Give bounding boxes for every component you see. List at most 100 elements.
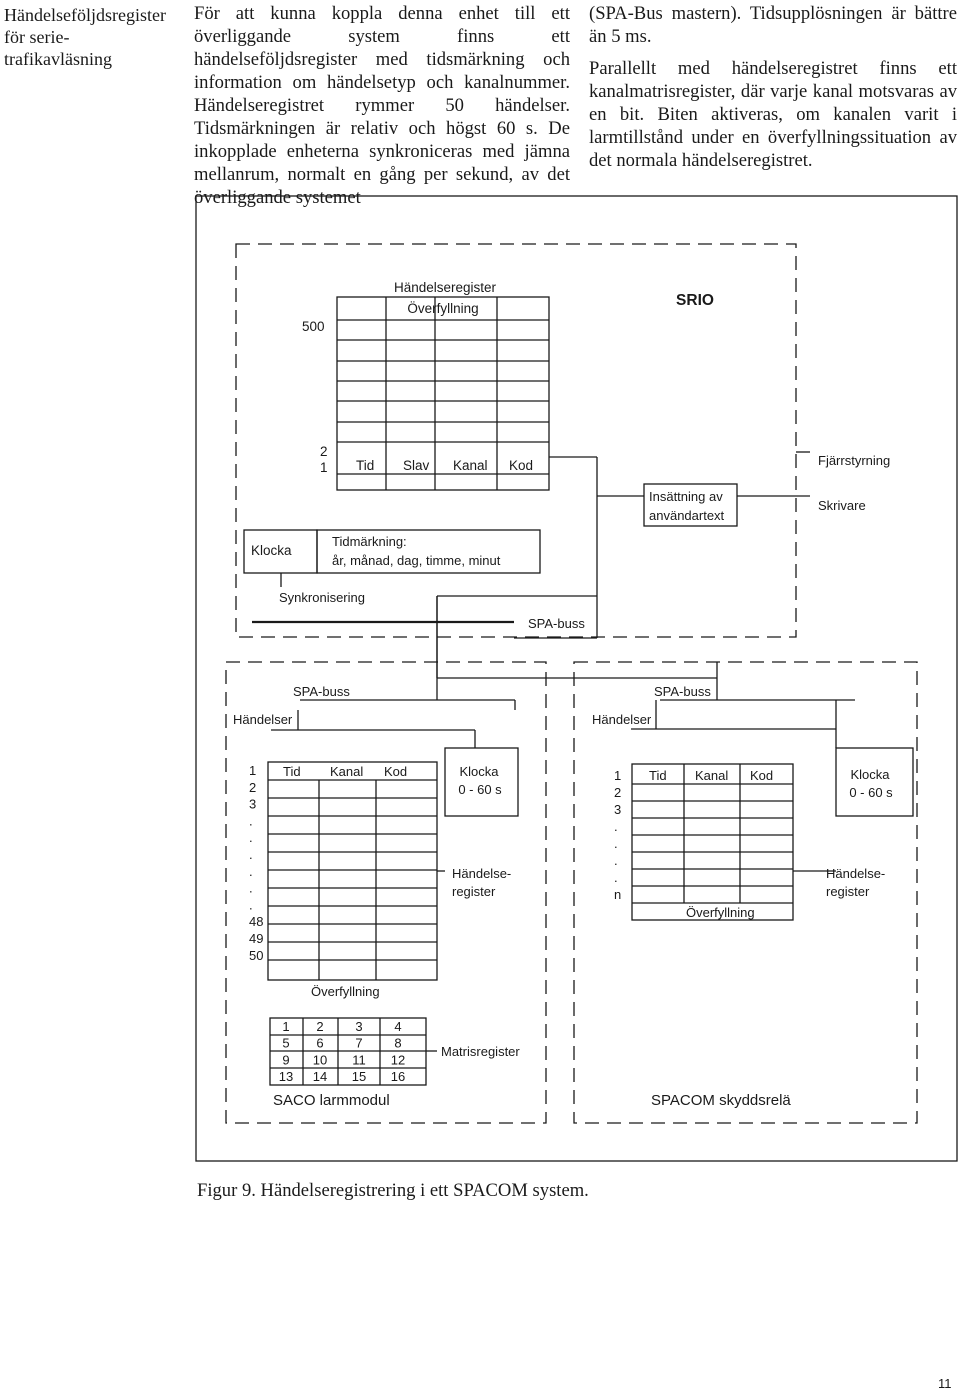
spacom-spa-bus-label: SPA-buss <box>654 684 711 699</box>
saco-spa-bus-label: SPA-buss <box>293 684 350 699</box>
saco-clock-label: Klocka <box>459 764 499 779</box>
srio-title: SRIO <box>676 292 714 309</box>
printer-label: Skrivare <box>818 498 866 513</box>
spacom-clock-label: Klocka <box>850 767 890 782</box>
spacom-event-register-table <box>631 763 794 921</box>
saco-col-kanal: Kanal <box>330 764 363 779</box>
body-text-right-column: (SPA-Bus mastern). Tidsupplösningen är b… <box>589 2 957 172</box>
spacom-events-label: Händelser <box>592 712 652 727</box>
spacom-row-numbers: 1 2 3.... n <box>614 768 621 902</box>
body-paragraph: Parallellt med händelseregistret finns e… <box>589 58 957 171</box>
register-cell-label: 3 <box>614 802 621 817</box>
register-cell-label: . <box>249 864 253 879</box>
register-cell-label: . <box>249 881 253 896</box>
spacom-col-kod: Kod <box>750 768 773 783</box>
spacom-event-register-label: register <box>826 884 870 899</box>
srio-capacity-label: 500 <box>302 319 325 334</box>
register-cell-label: 14 <box>313 1069 327 1084</box>
saco-col-kod: Kod <box>384 764 407 779</box>
srio-clock-label: Klocka <box>251 543 292 558</box>
sync-label: Synkronisering <box>279 590 365 605</box>
body-text-left-column: För att kunna koppla denna enhet till et… <box>194 2 570 209</box>
spacom-module-name: SPACOM skyddsrelä <box>651 1092 791 1109</box>
register-cell-label: 48 <box>249 914 263 929</box>
register-cell-label: 12 <box>391 1052 405 1067</box>
register-cell-label: 50 <box>249 948 263 963</box>
timestamp-box <box>316 529 541 574</box>
spa-bus-label: SPA-buss <box>528 616 585 631</box>
side-heading: Händelseföljdsregister för serie-trafika… <box>4 5 166 69</box>
srio-register-title: Händelseregister <box>394 280 497 295</box>
srio-col-slav: Slav <box>403 458 430 473</box>
srio-col-kod: Kod <box>509 458 533 473</box>
srio-unit-boundary <box>235 243 797 638</box>
register-cell-label: . <box>614 870 618 885</box>
figure-frame <box>195 195 958 1162</box>
saco-row-numbers: 1 2 3...... 48 49 50 <box>249 763 263 963</box>
user-text-label: användartext <box>649 508 725 523</box>
saco-overflow-label: Överfyllning <box>311 984 380 999</box>
register-cell-label: 10 <box>313 1052 327 1067</box>
register-cell-label: 1 <box>282 1019 289 1034</box>
register-cell-label: 1 <box>614 768 621 783</box>
register-cell-label: 8 <box>394 1036 401 1051</box>
timestamp-label: år, månad, dag, timme, minut <box>332 553 501 568</box>
user-text-label: Insättning av <box>649 489 723 504</box>
register-cell-label: 5 <box>282 1036 289 1051</box>
register-cell-label: 13 <box>279 1069 293 1084</box>
register-cell-label: 3 <box>249 797 256 812</box>
register-cell-label: 9 <box>282 1052 289 1067</box>
saco-clock-range: 0 - 60 s <box>458 782 502 797</box>
page-number: 11 <box>938 1376 952 1391</box>
register-cell-label: . <box>614 853 618 868</box>
saco-events-label: Händelser <box>233 712 293 727</box>
saco-col-tid: Tid <box>283 764 301 779</box>
srio-col-kanal: Kanal <box>453 458 488 473</box>
spacom-unit-boundary <box>573 661 918 1124</box>
srio-col-tid: Tid <box>356 458 374 473</box>
srio-overflow-label: Överfyllning <box>407 301 478 316</box>
srio-event-register-table <box>336 296 550 491</box>
body-paragraph: (SPA-Bus mastern). Tidsupplösningen är b… <box>589 3 957 47</box>
register-cell-label: 49 <box>249 931 263 946</box>
register-cell-label: 11 <box>352 1052 366 1067</box>
saco-module-name: SACO larmmodul <box>273 1092 390 1109</box>
spacom-overflow-label: Överfyllning <box>686 905 755 920</box>
spacom-col-kanal: Kanal <box>695 768 728 783</box>
remote-control-label: Fjärrstyrning <box>818 453 890 468</box>
figure-caption: Figur 9. Händelseregistrering i ett SPAC… <box>197 1180 589 1201</box>
saco-event-register-table <box>267 761 438 981</box>
register-cell-label: 4 <box>394 1019 401 1034</box>
register-cell-label: 2 <box>614 785 621 800</box>
register-cell-label: 7 <box>355 1036 362 1051</box>
register-cell-label: 3 <box>355 1019 362 1034</box>
saco-event-register-label: Händelse- <box>452 866 511 881</box>
srio-row-number: 2 <box>320 444 328 459</box>
register-cell-label: 15 <box>352 1069 366 1084</box>
saco-event-register-label: register <box>452 884 496 899</box>
register-cell-label: . <box>249 847 253 862</box>
saco-unit-boundary <box>225 661 547 1124</box>
register-cell-label: . <box>249 830 253 845</box>
register-cell-label: . <box>614 836 618 851</box>
body-paragraph: För att kunna koppla denna enhet till et… <box>194 3 570 208</box>
spacom-col-tid: Tid <box>649 768 667 783</box>
spacom-clock-box <box>835 747 914 817</box>
saco-clock-box <box>444 747 519 817</box>
register-cell-label: 16 <box>391 1069 405 1084</box>
timestamp-label: Tidmärkning: <box>332 534 407 549</box>
spacom-event-register-label: Händelse- <box>826 866 885 881</box>
register-cell-label: . <box>614 819 618 834</box>
spacom-clock-range: 0 - 60 s <box>849 785 893 800</box>
register-cell-label: 2 <box>249 780 256 795</box>
register-cell-label: . <box>249 897 253 912</box>
srio-row-number: 1 <box>320 460 328 475</box>
register-cell-label: 1 <box>249 763 256 778</box>
register-cell-label: 6 <box>316 1036 323 1051</box>
matrix-register-label: Matrisregister <box>441 1044 520 1059</box>
register-cell-label: n <box>614 887 621 902</box>
register-cell-label: . <box>249 813 253 828</box>
register-cell-label: 2 <box>316 1019 323 1034</box>
